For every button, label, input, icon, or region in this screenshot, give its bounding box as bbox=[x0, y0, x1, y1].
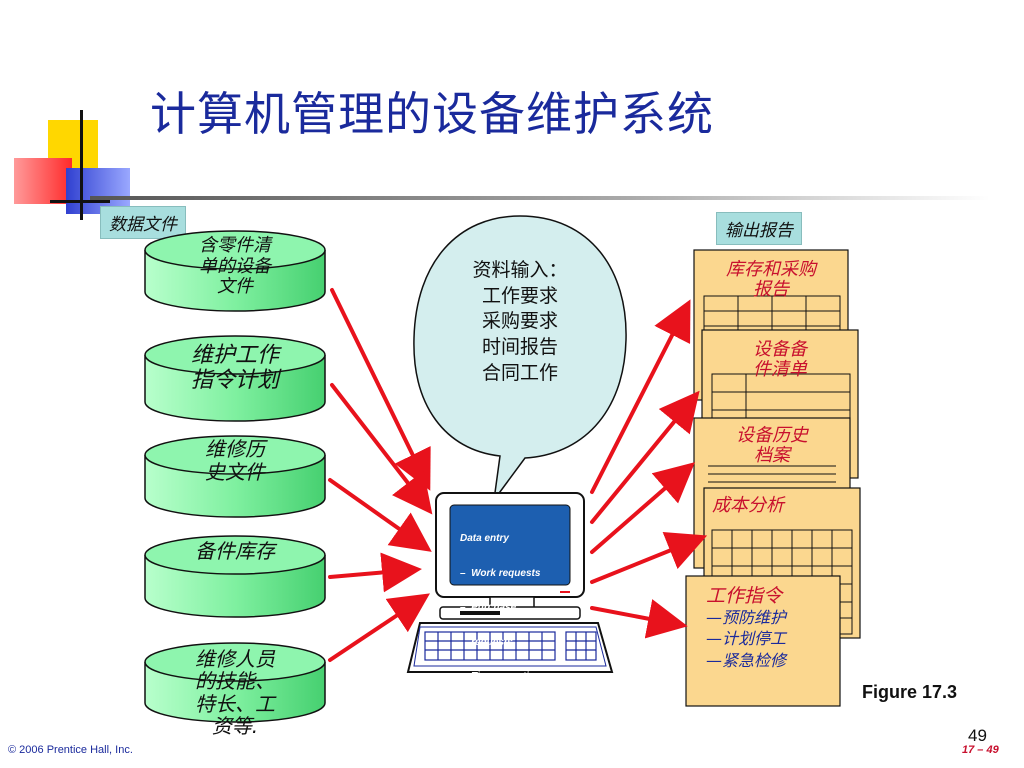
title-underline bbox=[90, 196, 990, 200]
copyright-text: © 2006 Prentice Hall, Inc. bbox=[8, 744, 133, 756]
report-title-5: 工作指令 bbox=[706, 585, 783, 607]
page-reference: 17 – 49 bbox=[962, 744, 999, 756]
arrow-out-2 bbox=[590, 390, 700, 524]
data-cylinder-4 bbox=[144, 535, 326, 618]
computer-illustration bbox=[406, 492, 614, 673]
computer-screen bbox=[449, 504, 571, 586]
report-title-1: 库存和采购 报告 bbox=[726, 259, 816, 300]
data-files-tag: 数据文件 bbox=[100, 206, 186, 239]
output-reports-tag: 输出报告 bbox=[716, 212, 802, 245]
data-cylinder-1 bbox=[144, 230, 326, 312]
work-order-line-2: —计划停工 bbox=[706, 629, 787, 649]
arrow-out-1 bbox=[590, 299, 691, 494]
arrow-out-4 bbox=[590, 531, 708, 584]
arrow-in-2 bbox=[330, 383, 433, 515]
report-title-3: 设备历史 档案 bbox=[736, 425, 808, 466]
arrow-in-4 bbox=[328, 552, 422, 593]
figure-label: Figure 17.3 bbox=[862, 682, 958, 702]
page-number: 49 bbox=[968, 726, 987, 745]
work-order-block: 工作指令 —预防维护 —计划停工 —紧急检修 bbox=[706, 586, 836, 672]
work-order-line-1: —预防维护 bbox=[706, 607, 787, 627]
data-cylinder-5 bbox=[144, 642, 326, 723]
logo-vertical-line bbox=[80, 110, 83, 220]
data-cylinder-2 bbox=[144, 335, 326, 422]
page-title: 计算机管理的设备维护系统 bbox=[150, 87, 714, 141]
data-file-label-5: 维修人员 的技能、 特长、工 资等. bbox=[195, 647, 275, 739]
report-title-2: 设备备 件清单 bbox=[753, 339, 807, 380]
data-file-label-4: 备件库存 bbox=[195, 539, 275, 563]
data-cylinder-3 bbox=[144, 435, 326, 518]
arrow-in-1 bbox=[330, 288, 431, 491]
arrow-out-3 bbox=[590, 462, 696, 554]
arrow-in-5 bbox=[328, 593, 430, 662]
report-title-4: 成本分析 bbox=[712, 495, 784, 516]
logo-horizontal-line bbox=[50, 200, 110, 203]
data-file-label-3: 维修历 史文件 bbox=[205, 437, 265, 484]
report-paper-5 bbox=[685, 575, 841, 707]
logo-red-square bbox=[14, 158, 72, 204]
work-order-line-3: —紧急检修 bbox=[706, 651, 787, 671]
data-file-label-1: 含零件清 单的设备 文件 bbox=[199, 235, 271, 298]
arrow-out-5 bbox=[590, 599, 688, 639]
input-bubble-text: 资料输入： 工作要求 采购要求 时间报告 合同工作 bbox=[472, 259, 568, 384]
data-file-label-2: 维护工作 指令计划 bbox=[190, 343, 279, 394]
arrow-in-3 bbox=[328, 478, 432, 552]
screen-text: Data entry – Work requests – Purchase re… bbox=[460, 533, 541, 717]
